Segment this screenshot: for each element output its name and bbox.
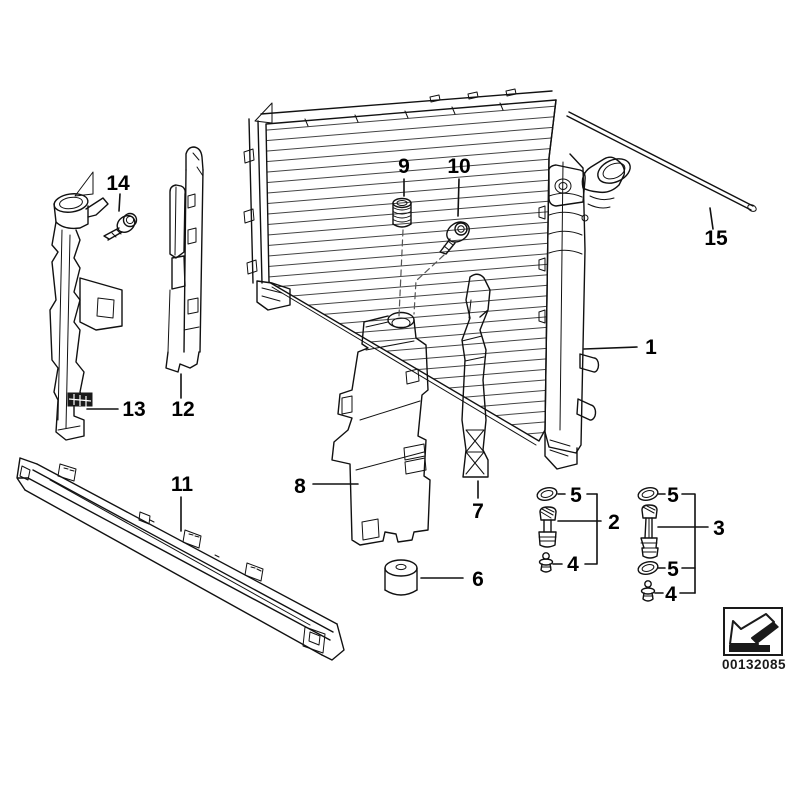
part-12-bracket (165, 146, 204, 373)
part-2-bolt (538, 506, 557, 548)
part-3-bolt (640, 504, 659, 559)
document-number: 00132085 (722, 657, 786, 672)
part-13-bracket (49, 171, 123, 441)
part-4-plug-a (538, 552, 554, 573)
callout-4b: 4 (665, 583, 677, 606)
callout-4a: 4 (567, 553, 579, 576)
callout-1: 1 (645, 336, 657, 359)
part-1-radiator (243, 88, 631, 470)
callout-14: 14 (106, 172, 130, 195)
callout-leader-lines (86, 178, 714, 594)
callout-7: 7 (472, 500, 484, 523)
catalog-stamp: 00132085 (722, 607, 786, 672)
callout-2: 2 (608, 511, 620, 534)
callout-12: 12 (171, 398, 194, 421)
part-5-washer-b (637, 486, 659, 502)
part-5-washer-c (637, 560, 659, 576)
callout-8: 8 (294, 475, 306, 498)
part-6-rubber-mount (384, 559, 418, 596)
part-14-screw (103, 212, 138, 241)
part-4-plug-b (640, 580, 656, 602)
part-15-tube (566, 111, 757, 212)
part-8-bracket (331, 311, 431, 546)
callout-6: 6 (472, 568, 484, 591)
part-5-washer-a (536, 486, 558, 502)
part-9-spring-nut (392, 197, 412, 228)
part-11-lower-support (16, 457, 345, 661)
callout-5c: 5 (667, 558, 679, 581)
callout-13: 13 (122, 398, 145, 421)
callout-15: 15 (704, 227, 728, 250)
callout-5b: 5 (667, 484, 679, 507)
callout-3: 3 (713, 517, 725, 540)
callout-10: 10 (447, 155, 470, 178)
part-7-bracket (461, 273, 491, 478)
callout-5a: 5 (570, 484, 582, 507)
callout-9: 9 (398, 155, 410, 178)
callout-11: 11 (171, 473, 194, 496)
callout-labels: 1 2 3 4 4 5 5 5 6 7 8 9 10 11 12 13 14 1… (106, 155, 728, 606)
part-10-screw (439, 221, 470, 255)
arrow-down-left-icon (729, 613, 779, 652)
